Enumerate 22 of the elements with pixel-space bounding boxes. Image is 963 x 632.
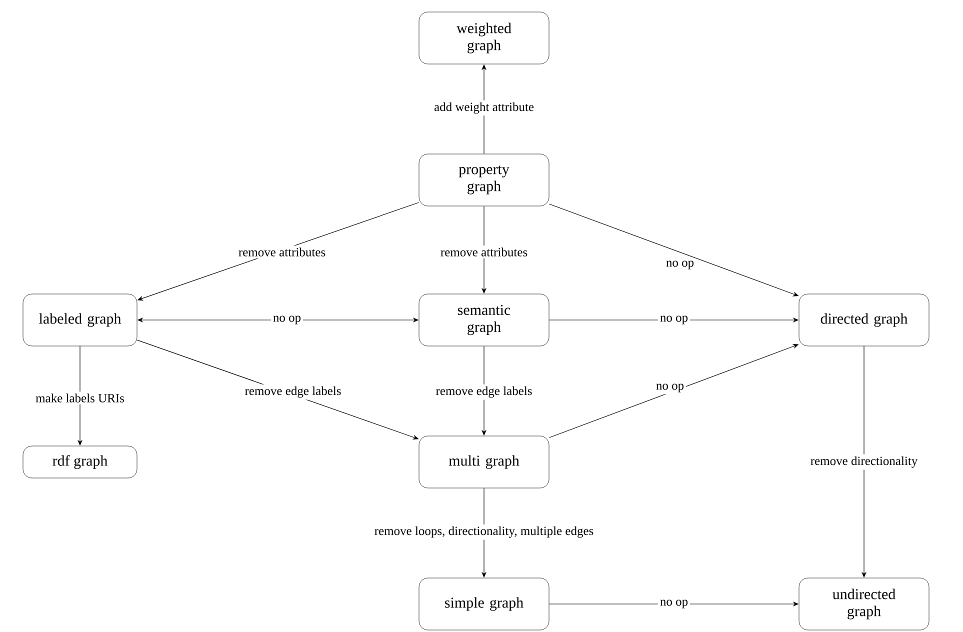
edge-label: no op [270, 314, 304, 326]
edge-label: make labels URIs [34, 392, 126, 404]
graph-box: semantic graph [418, 294, 550, 346]
edge-label: no op [664, 258, 696, 272]
edge-label: remove loops, directionality, multiple edges [372, 524, 596, 540]
graph-box: rdf graph [22, 446, 138, 478]
graph-box: simple graph [418, 578, 550, 630]
edge-label: remove attributes [438, 246, 530, 258]
edge-label: add weight attribute [432, 100, 536, 116]
graph-box: directed graph [798, 294, 930, 346]
graph-box: multi graph [418, 436, 550, 488]
edge-label: remove edge labels [242, 384, 344, 400]
graph-box: labeled graph [22, 294, 138, 346]
graph-box: weighted graph [418, 12, 550, 64]
edge-label: remove edge labels [434, 384, 534, 400]
edge-label: no op [658, 314, 690, 326]
edge-label: no op [658, 598, 690, 610]
edge-label: no op [654, 382, 686, 394]
graph-box: property graph [418, 154, 550, 206]
graph-box: undirected graph [798, 578, 930, 630]
edge-label: remove directionality [808, 454, 920, 470]
edge-label: remove attributes [236, 246, 328, 258]
